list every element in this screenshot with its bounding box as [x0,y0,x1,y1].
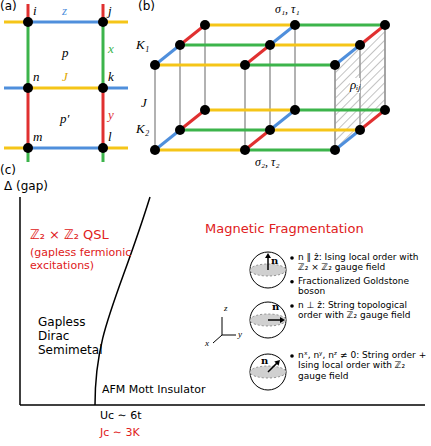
text-label: (c) [0,164,16,178]
text-label: z [62,4,67,19]
text-label: k [108,70,114,85]
kitaev-bond [205,24,295,27]
text-label: J [62,70,68,85]
interlayer-bond [179,45,181,130]
kitaev-bond [155,64,245,67]
text-label: ℤ₂ × ℤ₂ QSL [30,228,109,243]
interlayer-bond [154,65,156,150]
bullet-dots [290,256,294,358]
text-label: AFM Mott Insulator [102,384,205,397]
lattice-site [380,20,390,30]
lattice-site [240,145,250,155]
lattice-site [290,20,300,30]
kitaev-bond [295,109,385,112]
text-label: Jc ∼ 3K [100,427,140,440]
text-label: (a) [0,0,17,14]
text-label: Δ (gap) [4,180,48,194]
kitaev-bond [270,44,360,47]
text-label: l [108,130,112,145]
interlayer-bond [294,25,296,110]
lattice-site [330,145,340,155]
text-label: Magnetic Fragmentation [205,222,364,237]
lattice-site [330,60,340,70]
plaquette-lattice [4,4,128,162]
text-label: Uc ∼ 6t [100,410,142,423]
text-label: σ₁, τ₁ [275,3,300,17]
kitaev-bond [155,149,245,152]
interlayer-bond [384,25,386,110]
text-label: σ₂, τ₂ [255,156,280,170]
lattice-site [355,125,365,135]
text-label: (gapless fermionic excitations) [30,247,135,272]
lattice-site [380,105,390,115]
bullet-text: n ∥ ẑ: Ising local order with ℤ₂ × ℤ₂ ga… [298,252,428,273]
text-label: m [33,130,42,145]
lattice-site [200,105,210,115]
text-label: x [108,42,114,57]
kitaev-bond [270,129,360,132]
order-sphere: n [248,300,288,340]
lattice-site [265,40,275,50]
lattice-site [175,125,185,135]
kitaev-bond [245,149,335,152]
bullet-text: nˣ, nʸ, nᶻ ≠ 0: String order + Ising loc… [298,350,428,381]
bullet-text: Fractionalized Goldstone boson [298,276,428,297]
vector-label: n [261,356,268,366]
text-label: n [33,70,40,85]
lattice-site [175,40,185,50]
bullet-dot [290,280,294,284]
lattice-site [150,60,160,70]
interlayer-bond [269,45,271,130]
lattice-site [355,40,365,50]
kitaev-bond [205,109,295,112]
vector-label: n [272,302,279,312]
interlayer-bond [204,25,206,110]
lattice-sites [23,17,108,153]
bilayer-lattice [150,20,390,155]
text-label: Gapless Dirac Semimetal [38,316,118,357]
bullet-dot [290,354,294,358]
text-label: j [108,4,112,19]
text-label: ρᵢⱼ [350,78,360,93]
text-label: p′ [60,112,69,127]
lattice-site [240,60,250,70]
text-label: x [205,338,209,348]
text-label: z [224,303,228,313]
lattice-site [200,20,210,30]
lattice-site [150,145,160,155]
kitaev-bond [245,64,335,67]
text-label: (b) [138,0,155,14]
text-label: y [238,329,242,339]
text-label: i [33,4,37,19]
lattice-site [290,105,300,115]
order-sphere: n [248,352,288,392]
coordinate-axes [213,317,236,343]
text-label: K₁ [136,38,149,53]
lattice-site [265,125,275,135]
text-label: p [62,46,69,61]
order-sphere: n [248,250,288,290]
vector-label: n [271,256,278,266]
text-label: K₂ [136,122,149,137]
text-label: y [108,108,114,123]
interlayer-bond [244,65,246,150]
bullet-dot [290,256,294,260]
kitaev-bond [180,129,270,132]
text-label: J [141,96,147,111]
kitaev-bond [180,44,270,47]
kitaev-bond [295,24,385,27]
sphere-symbol [248,250,288,290]
bullet-dot [290,304,294,308]
interlayer-bond [334,65,336,150]
sphere-symbol [248,300,288,340]
bullet-text: n ⊥ ẑ: String topological order with ℤ₂ … [298,300,428,321]
